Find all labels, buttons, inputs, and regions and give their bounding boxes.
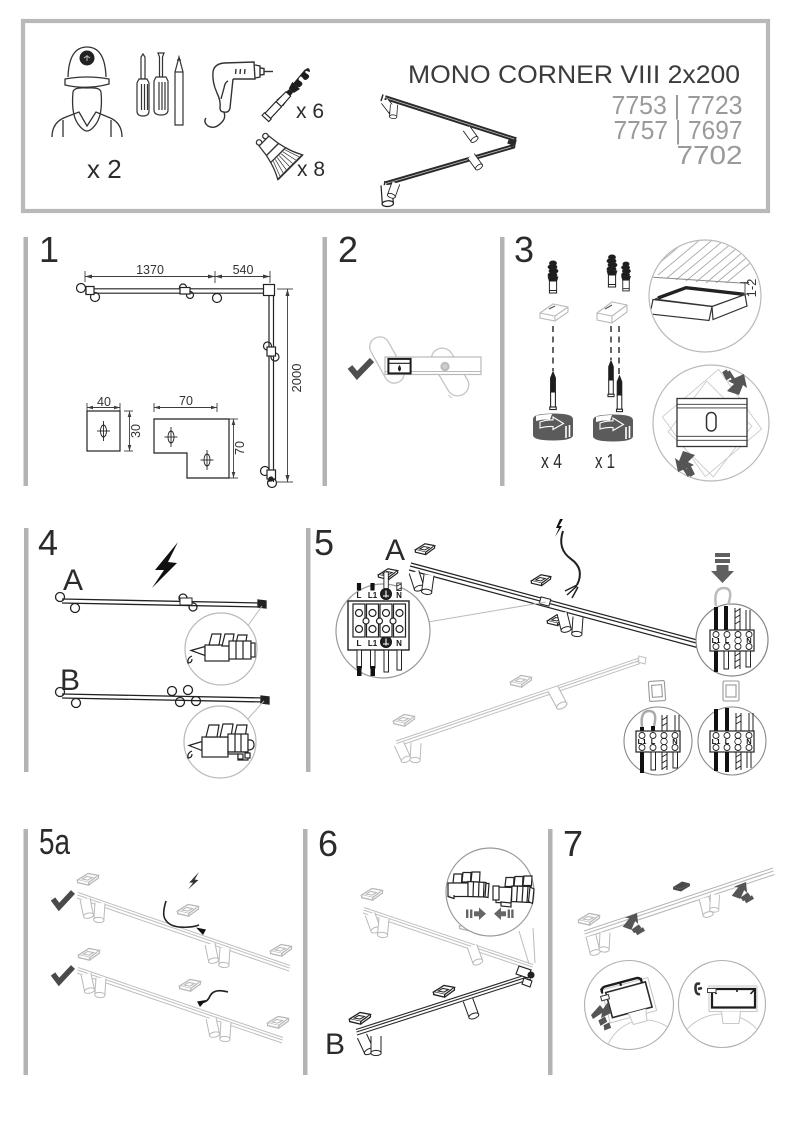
svg-text:7702: 7702 xyxy=(677,140,743,170)
svg-text:L: L xyxy=(651,737,656,746)
svg-text:6: 6 xyxy=(318,823,338,864)
svg-text:x 6: x 6 xyxy=(296,100,324,123)
svg-text:L: L xyxy=(357,591,362,600)
svg-text:x 2: x 2 xyxy=(87,154,122,184)
svg-text:N: N xyxy=(396,591,402,600)
svg-text:70: 70 xyxy=(233,441,247,455)
svg-text:2: 2 xyxy=(338,229,358,270)
svg-text:L1: L1 xyxy=(712,636,721,645)
svg-text:x 4: x 4 xyxy=(541,451,562,473)
svg-text:3: 3 xyxy=(514,229,534,270)
svg-text:L1: L1 xyxy=(368,639,378,648)
svg-text:70: 70 xyxy=(179,394,193,408)
svg-text:1-2: 1-2 xyxy=(744,279,759,298)
svg-text:40: 40 xyxy=(97,395,111,409)
svg-text:4: 4 xyxy=(38,522,58,563)
svg-text:N: N xyxy=(396,639,402,648)
svg-text:5: 5 xyxy=(314,522,334,563)
svg-text:B: B xyxy=(60,664,80,697)
svg-text:L1: L1 xyxy=(368,591,378,600)
svg-text:x 1: x 1 xyxy=(595,451,615,473)
svg-text:1370: 1370 xyxy=(136,263,164,277)
svg-text:5a: 5a xyxy=(39,821,71,862)
svg-text:L: L xyxy=(357,639,362,648)
svg-text:1: 1 xyxy=(39,229,59,270)
svg-text:L: L xyxy=(725,737,730,746)
svg-text:30: 30 xyxy=(129,424,143,438)
svg-text:A: A xyxy=(385,534,405,567)
svg-text:N: N xyxy=(746,737,751,746)
svg-text:L: L xyxy=(725,636,730,645)
svg-text:L1: L1 xyxy=(638,737,647,746)
svg-text:7757 | 7697: 7757 | 7697 xyxy=(614,115,743,145)
svg-text:B: B xyxy=(325,1028,345,1061)
svg-text:2000: 2000 xyxy=(289,364,304,393)
svg-text:N: N xyxy=(746,636,751,645)
svg-text:N: N xyxy=(672,737,677,746)
svg-text:A: A xyxy=(63,564,83,597)
svg-text:L1: L1 xyxy=(712,737,721,746)
svg-text:540: 540 xyxy=(233,263,254,277)
svg-text:x 8: x 8 xyxy=(297,158,325,181)
svg-text:MONO CORNER VIII 2x200: MONO CORNER VIII 2x200 xyxy=(408,61,740,89)
svg-text:7753 | 7723: 7753 | 7723 xyxy=(612,90,743,120)
svg-text:7: 7 xyxy=(563,823,583,864)
